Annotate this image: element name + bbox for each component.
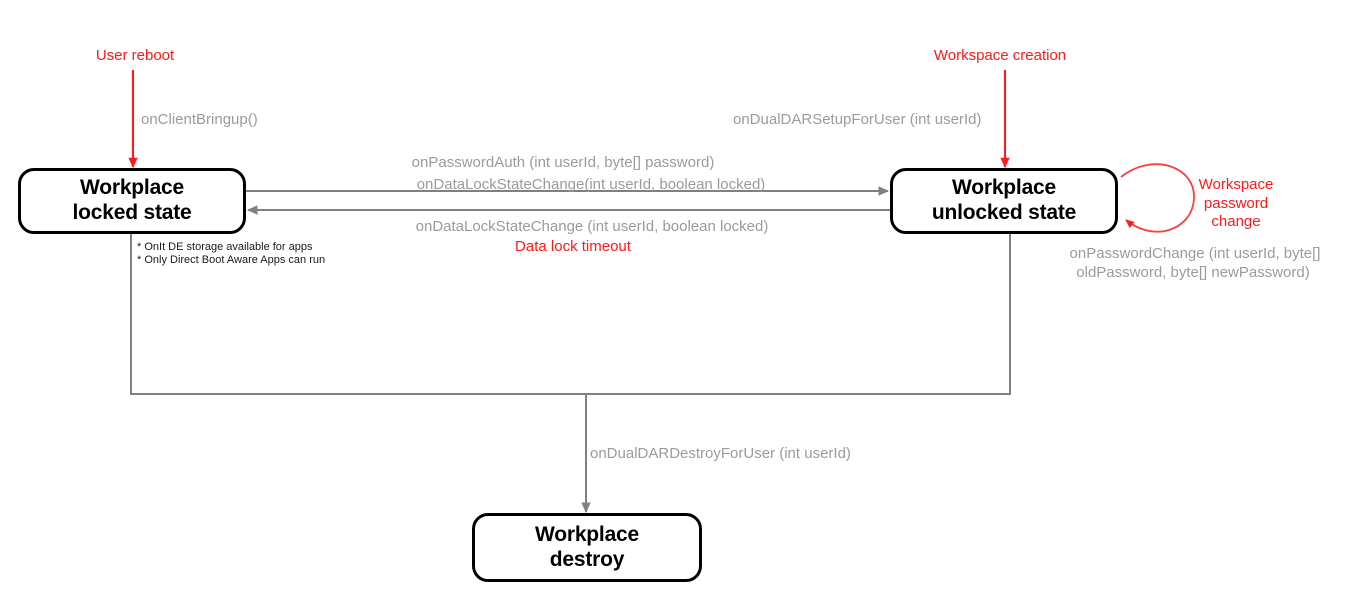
transition-on-password-change-line1: onPasswordChange (int userId, byte[]	[1069, 245, 1321, 262]
note-locked-bullet-2: * Only Direct Boot Aware Apps can run	[137, 254, 326, 266]
trigger-user-reboot: User reboot	[95, 47, 175, 64]
state-unlocked-line1: Workplace	[951, 176, 1057, 200]
state-workplace-unlocked[interactable]: Workplace unlocked state	[890, 168, 1118, 234]
transition-on-password-change-line2: oldPassword, byte[] newPassword)	[1076, 264, 1310, 281]
trigger-workspace-creation: Workspace creation	[933, 47, 1067, 64]
trigger-workspace-password-change-line2: password	[1203, 195, 1269, 212]
state-workplace-locked[interactable]: Workplace locked state	[18, 168, 246, 234]
transition-on-data-lock-state-change-unlock: onDataLockStateChange(int userId, boolea…	[416, 176, 766, 193]
transition-on-client-bringup: onClientBringup()	[141, 111, 258, 128]
state-destroy-line2: destroy	[549, 547, 625, 571]
transition-on-dualdar-destroy-for-user: onDualDARDestroyForUser (int userId)	[590, 445, 851, 462]
state-locked-line2: locked state	[72, 201, 192, 224]
transition-on-data-lock-state-change-lock: onDataLockStateChange (int userId, boole…	[415, 218, 769, 235]
state-workplace-destroy[interactable]: Workplace destroy	[472, 513, 702, 582]
state-locked-line1: Workplace	[79, 176, 185, 200]
trigger-workspace-password-change-line3: change	[1211, 213, 1261, 230]
trigger-workspace-password-change-line1: Workspace	[1198, 176, 1274, 193]
note-locked-bullet-1: * OnIt DE storage available for apps	[137, 241, 313, 253]
state-destroy-line1: Workplace	[534, 522, 640, 546]
transition-on-dualdar-setup-for-user: onDualDARSetupForUser (int userId)	[733, 111, 982, 128]
edge-unlocked-self-loop	[1120, 163, 1195, 233]
trigger-data-lock-timeout: Data lock timeout	[515, 238, 631, 255]
transition-on-password-auth: onPasswordAuth (int userId, byte[] passw…	[411, 154, 715, 171]
state-unlocked-line2: unlocked state	[931, 201, 1077, 224]
